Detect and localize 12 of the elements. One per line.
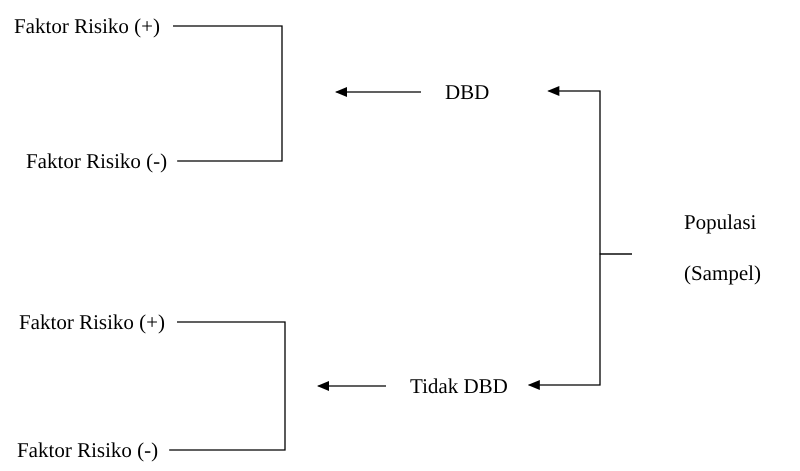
arrow — [335, 87, 421, 97]
arrow — [528, 253, 632, 390]
label-text: Populasi (Sampel) — [632, 197, 782, 299]
label-text: Faktor Risiko (+) — [19, 309, 178, 335]
connector-line — [173, 25, 283, 162]
label-text: Faktor Risiko (+) — [14, 13, 174, 39]
label-text: Faktor Risiko (-) — [26, 148, 178, 174]
arrow — [317, 381, 386, 391]
label-text: Tidak DBD — [386, 373, 529, 399]
label-text: DBD — [421, 79, 548, 105]
label-text: Faktor Risiko (-) — [17, 437, 170, 463]
connector-line — [169, 321, 286, 451]
